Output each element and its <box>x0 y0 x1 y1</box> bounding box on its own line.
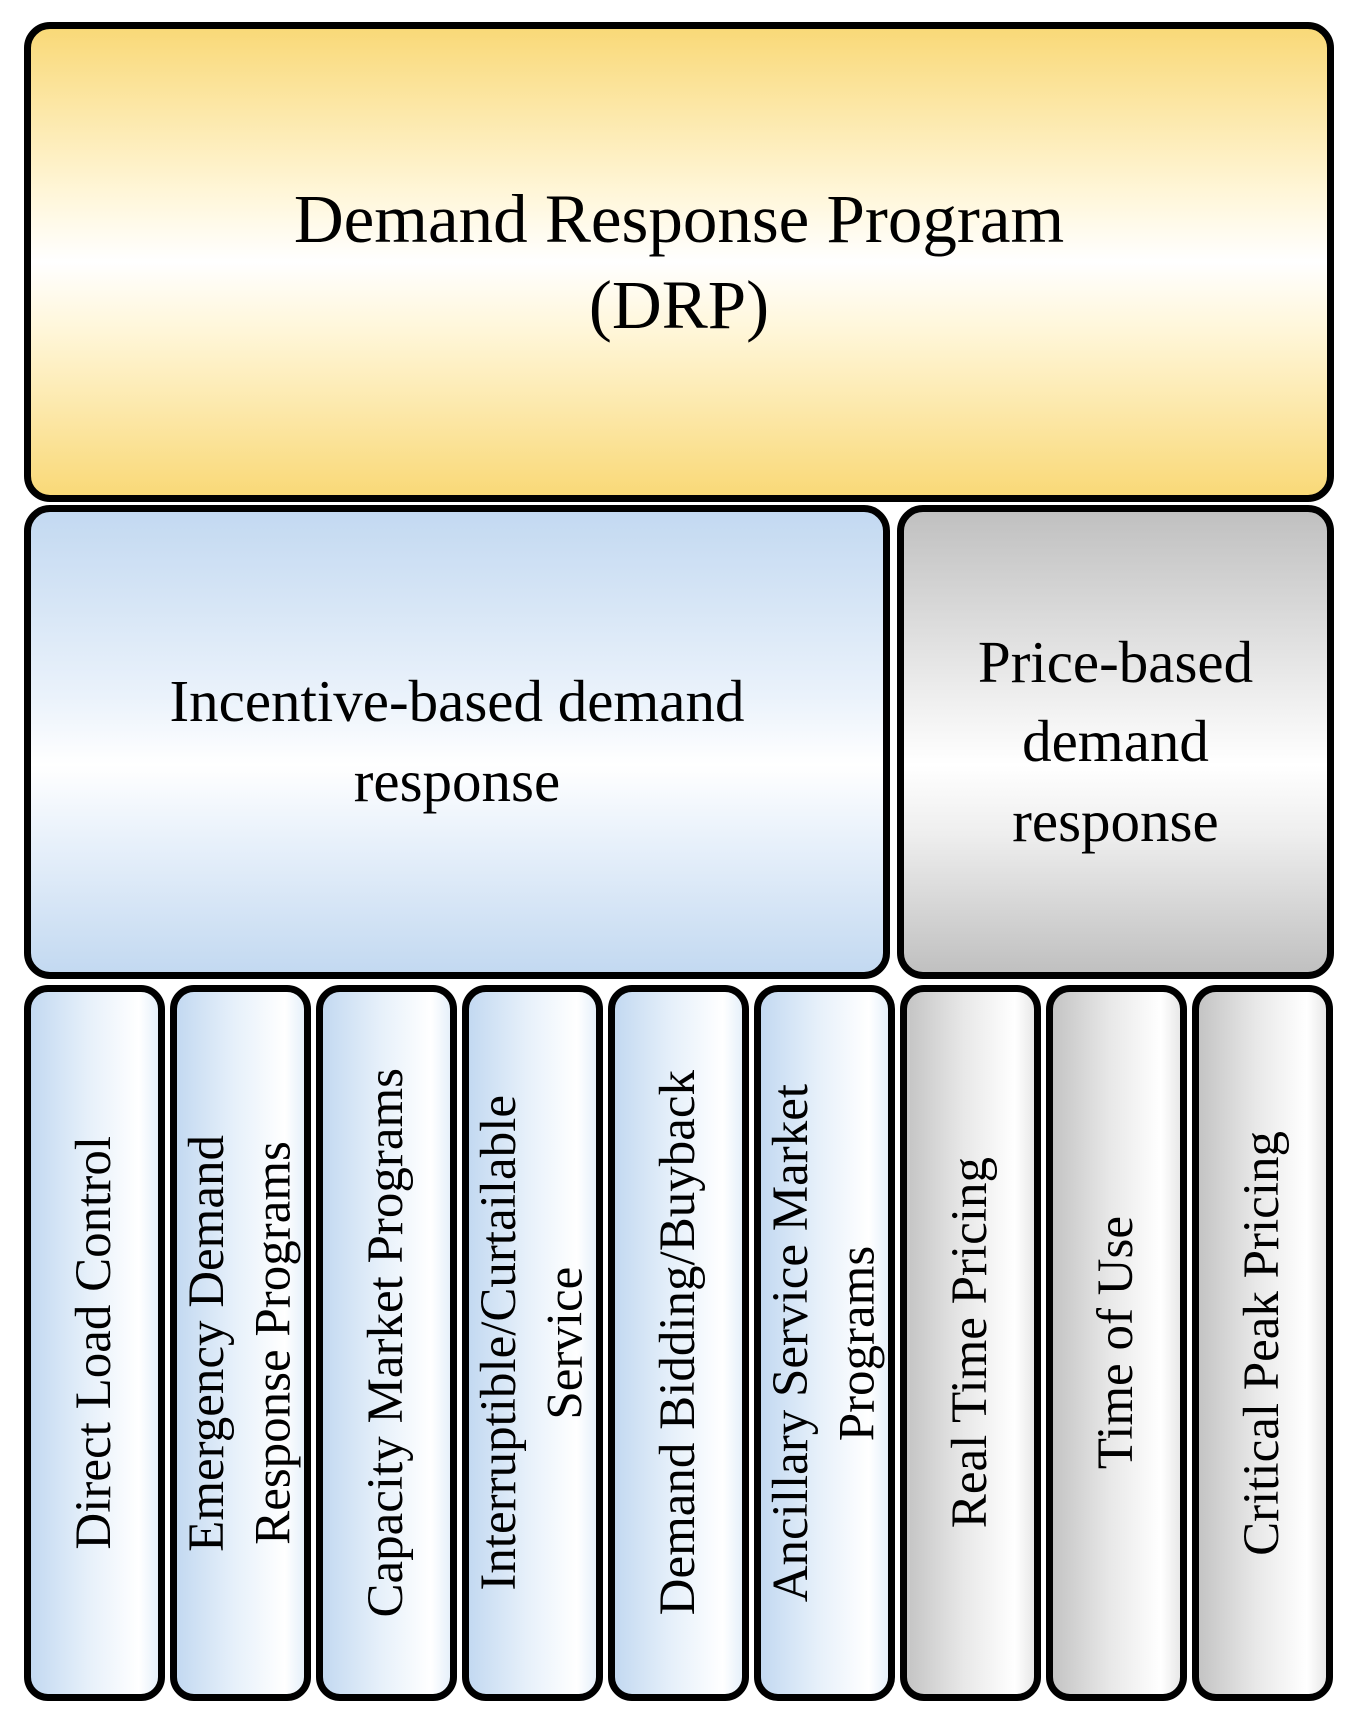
program-box: Interruptible/Curtailable Service <box>462 985 603 1701</box>
program-label: Time of Use <box>1088 1216 1145 1470</box>
price-based-label: Price-based demand response <box>977 628 1254 854</box>
price-based-box: Price-based demand response <box>897 505 1334 979</box>
program-label: Direct Load Control <box>66 1136 123 1550</box>
program-box: Time of Use <box>1046 985 1187 1701</box>
program-label: Emergency Demand Response Programs <box>179 1134 302 1552</box>
drp-root-label: Demand Response Program (DRP) <box>293 180 1065 343</box>
program-label: Demand Bidding/Buyback <box>650 1070 707 1616</box>
program-box: Emergency Demand Response Programs <box>170 985 311 1701</box>
program-label: Capacity Market Programs <box>358 1068 415 1618</box>
incentive-based-box: Incentive-based demand response <box>24 505 890 979</box>
incentive-based-label: Incentive-based demand response <box>169 668 745 814</box>
drp-root-box: Demand Response Program (DRP) <box>24 22 1334 502</box>
program-label: Interruptible/Curtailable Service <box>471 1095 594 1591</box>
program-box: Capacity Market Programs <box>316 985 457 1701</box>
program-label: Real Time Pricing <box>942 1157 999 1529</box>
program-label: Ancillary Service Market Programs <box>763 1083 886 1603</box>
program-box: Real Time Pricing <box>900 985 1041 1701</box>
program-label: Critical Peak Pricing <box>1234 1130 1291 1556</box>
program-box: Ancillary Service Market Programs <box>754 985 895 1701</box>
program-box: Demand Bidding/Buyback <box>608 985 749 1701</box>
program-box: Critical Peak Pricing <box>1192 985 1333 1701</box>
program-box: Direct Load Control <box>24 985 165 1701</box>
